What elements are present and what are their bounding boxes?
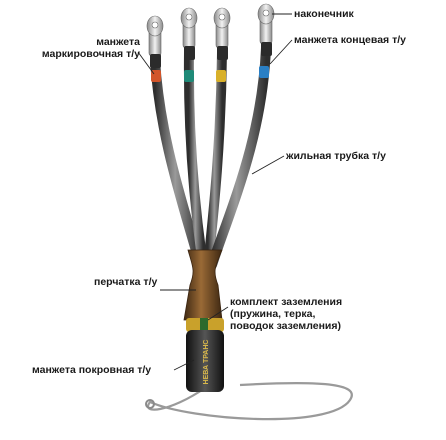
end-sleeve-2 bbox=[184, 46, 195, 60]
leader-lines bbox=[137, 13, 293, 371]
label-grounding: комплект заземления (пружина, терка, пов… bbox=[230, 296, 342, 332]
label-grounding-line2: (пружина, терка, bbox=[230, 308, 316, 320]
end-sleeve-4 bbox=[261, 42, 272, 56]
label-end-sleeve: манжета концевая т/у bbox=[294, 34, 406, 46]
label-cover-sleeve: манжета покровная т/у bbox=[32, 364, 151, 376]
label-core-tube: жильная трубка т/у bbox=[286, 150, 386, 162]
leader-grounding bbox=[207, 306, 229, 321]
label-grounding-line3: поводок заземления) bbox=[230, 320, 341, 332]
label-glove: перчатка т/у bbox=[94, 276, 157, 288]
leader-end-sleeve bbox=[269, 39, 293, 65]
label-tip-text: наконечник bbox=[294, 8, 354, 20]
end-sleeve-1 bbox=[150, 54, 161, 68]
marker-teal bbox=[184, 70, 194, 82]
marker-yellow bbox=[216, 70, 226, 82]
ground-wire-eye bbox=[145, 399, 155, 409]
label-core-tube-text: жильная трубка т/у bbox=[286, 150, 386, 162]
brand-mark: НЕВА ТРАНС bbox=[203, 340, 210, 385]
core-tube-2 bbox=[183, 47, 208, 270]
lug-2 bbox=[180, 7, 198, 49]
cable-body bbox=[186, 330, 224, 392]
end-sleeve-3 bbox=[217, 46, 228, 60]
lug-4 bbox=[257, 3, 275, 45]
core-tube-1 bbox=[150, 55, 205, 270]
grounding-band-stripe bbox=[200, 318, 208, 332]
brand-text: НЕВА ТРАНС bbox=[203, 340, 210, 385]
core-tube-3 bbox=[203, 47, 227, 270]
label-grounding-line1: комплект заземления bbox=[230, 296, 343, 308]
ground-wire bbox=[147, 382, 353, 421]
label-marking-sleeve-line1: манжета bbox=[96, 36, 140, 48]
marker-blue bbox=[259, 66, 269, 78]
label-glove-text: перчатка т/у bbox=[94, 276, 158, 288]
lug-3 bbox=[213, 7, 231, 49]
label-cover-sleeve-text: манжета покровная т/у bbox=[32, 364, 152, 376]
lug-1 bbox=[146, 15, 164, 57]
label-tip: наконечник bbox=[294, 8, 354, 20]
glove bbox=[183, 249, 223, 321]
label-end-sleeve-text: манжета концевая т/у bbox=[294, 34, 406, 46]
label-marking-sleeve: манжета маркировочная т/у bbox=[4, 36, 140, 60]
core-tube-4 bbox=[207, 43, 271, 270]
leader-cover-sleeve bbox=[173, 359, 195, 371]
leader-marking-sleeve bbox=[137, 51, 155, 75]
leader-core-tube bbox=[251, 155, 285, 175]
label-marking-sleeve-line2: маркировочная т/у bbox=[41, 48, 140, 60]
